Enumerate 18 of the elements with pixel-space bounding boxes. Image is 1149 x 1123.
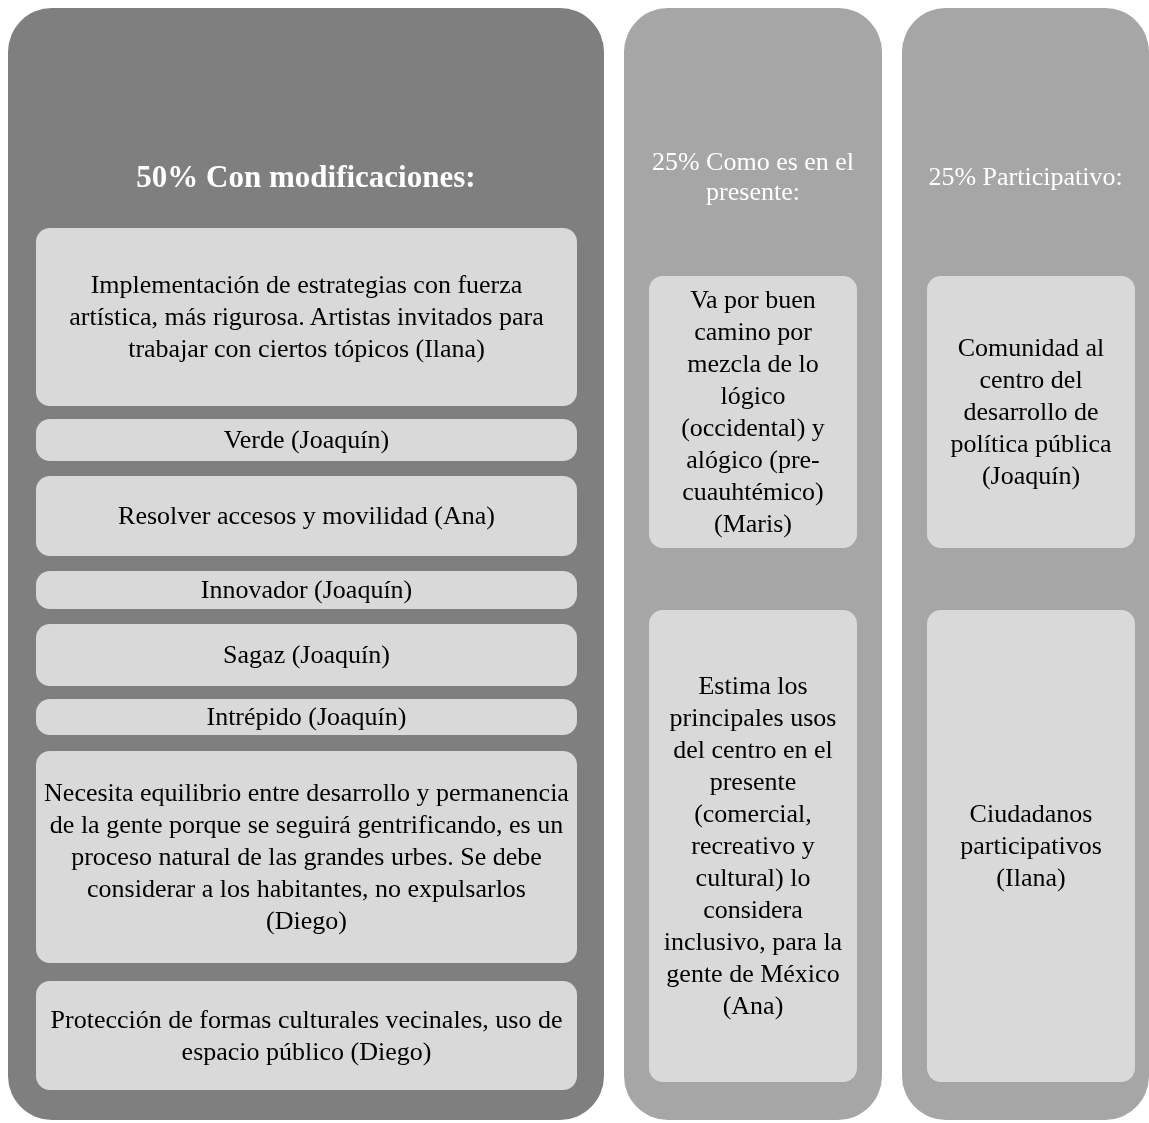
column-heading: 50% Con modificaciones: <box>135 158 477 196</box>
text-box: Comunidad al centro del desarrollo de política pública (Joaquín) <box>927 276 1135 548</box>
text-box: Estima los principales usos del centro en el presente (comercial, recreativo y cultural) lo considera inclusivo, para la gente de México (Ana) <box>649 610 857 1082</box>
text-box: Intrépido (Joaquín) <box>36 699 577 735</box>
text-box: Va por buen camino por mezcla de lo lógico (occidental) y alógico (pre-cuauhtémico) (Maris) <box>649 276 857 548</box>
text-box: Innovador (Joaquín) <box>36 571 577 609</box>
text-box: Ciudadanos participativos (Ilana) <box>927 610 1135 1082</box>
text-box: Necesita equilibrio entre desarrollo y permanencia de la gente porque se seguirá gentrificando, es un proceso natural de las grandes urbes. Se debe considerar a los habitantes, no expulsarlos (Diego) <box>36 751 577 963</box>
text-box: Sagaz (Joaquín) <box>36 624 577 686</box>
column-heading: 25% Participativo: <box>927 161 1124 193</box>
text-box: Resolver accesos y movilidad (Ana) <box>36 476 577 556</box>
column-heading: 25% Como es en el presente: <box>650 146 856 208</box>
column-panel <box>902 8 1149 1120</box>
text-box: Implementación de estrategias con fuerza artística, más rigurosa. Artistas invitados para trabajar con ciertos tópicos (Ilana) <box>36 228 577 406</box>
text-box: Protección de formas culturales vecinales, uso de espacio público (Diego) <box>36 981 577 1090</box>
column-panel <box>8 8 604 1120</box>
column-panel <box>624 8 882 1120</box>
text-box: Verde (Joaquín) <box>36 419 577 461</box>
